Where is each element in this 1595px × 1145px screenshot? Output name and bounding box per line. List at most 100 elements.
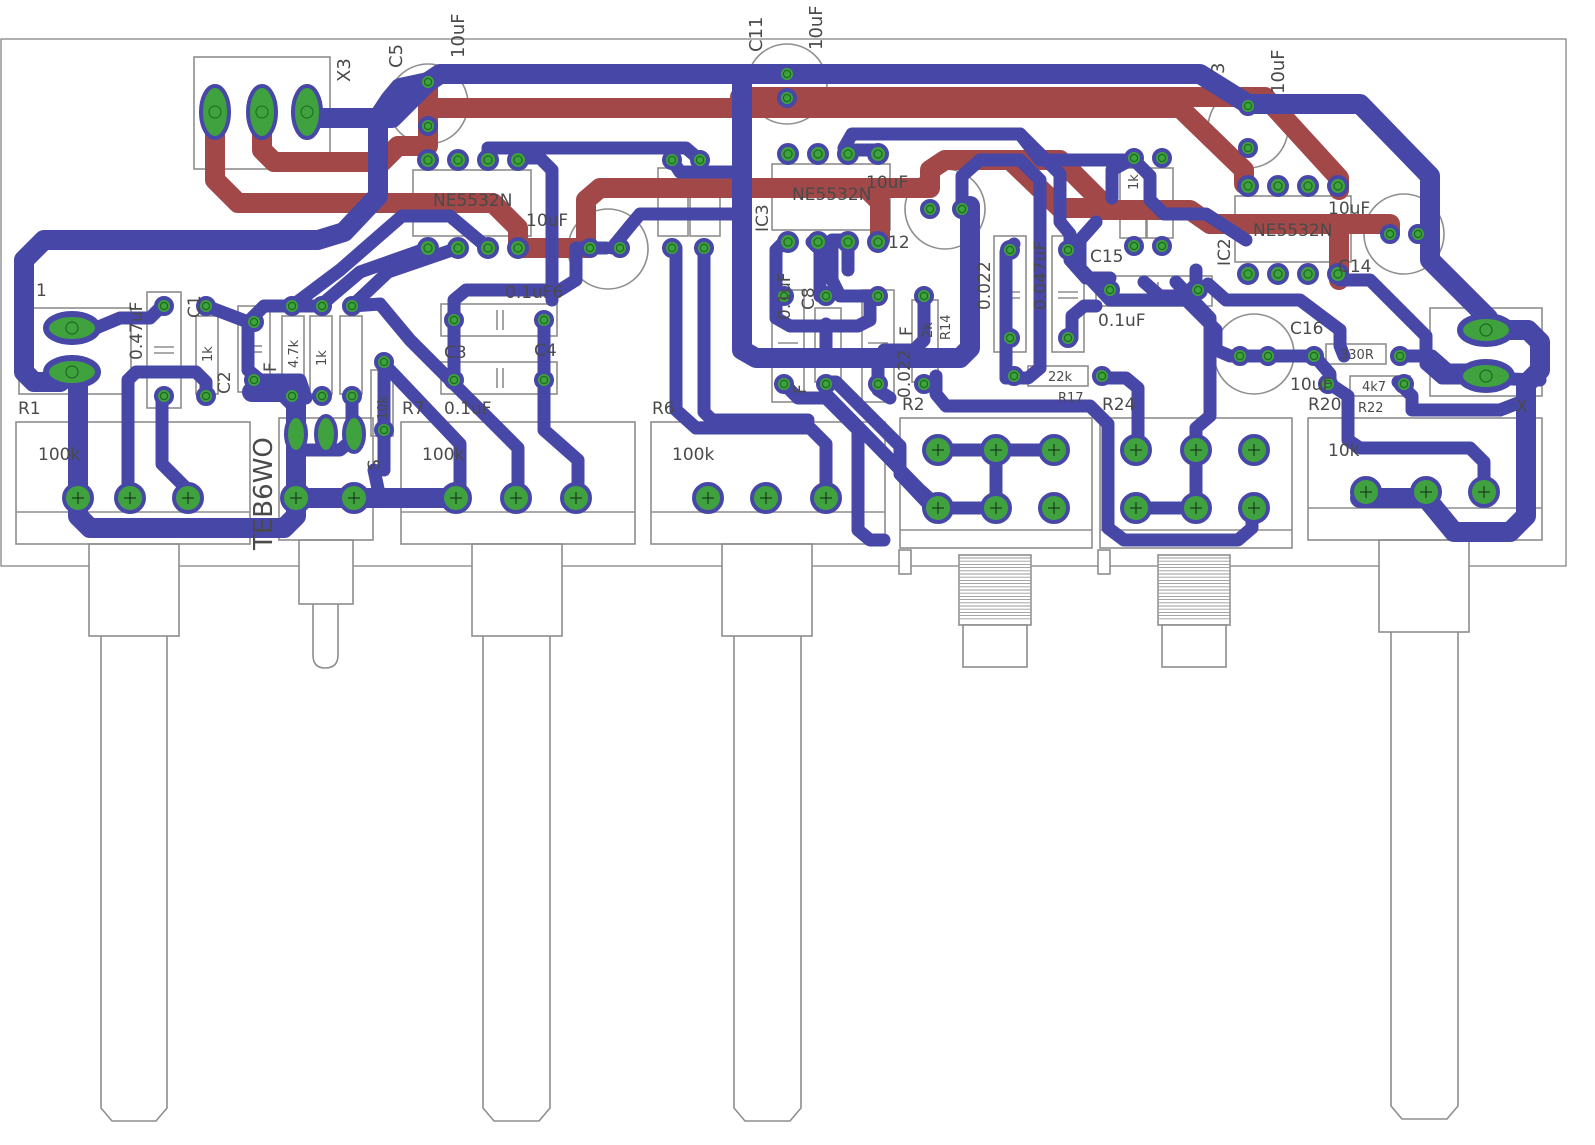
label-c-right-val: 10uF	[1328, 199, 1370, 219]
pad-oval	[1457, 359, 1515, 393]
pad	[1408, 224, 1428, 244]
label-c-right-top: 3	[1208, 63, 1229, 74]
pad-oval	[291, 84, 323, 140]
label-r-10k: 10k	[376, 395, 391, 420]
pad	[662, 238, 682, 258]
pad	[447, 149, 469, 171]
pad	[534, 310, 554, 330]
label-switch: S	[365, 459, 385, 470]
pad	[1267, 263, 1289, 285]
label-r-2k: 2k	[921, 322, 936, 338]
pad-oval	[43, 355, 101, 389]
label-j1: 1	[36, 281, 47, 301]
pad	[444, 310, 464, 330]
pad	[154, 296, 174, 316]
pad	[914, 374, 934, 394]
pad	[777, 231, 799, 253]
label-x3: X3	[334, 58, 355, 82]
pad	[1394, 374, 1414, 394]
pad	[1188, 280, 1208, 300]
board-title: TEB6WO	[249, 437, 279, 551]
pad	[662, 150, 682, 170]
pad-oval	[314, 414, 338, 454]
label-x-right: X	[1516, 397, 1528, 417]
pad	[920, 199, 940, 219]
pad	[777, 64, 797, 84]
label-r-1k-c: 1k	[1127, 174, 1142, 190]
label-c1-val: 0.47uF	[127, 302, 147, 360]
pad	[1230, 346, 1250, 366]
label-c8: C8	[799, 287, 819, 310]
label-c-0022-b: 0.022	[895, 349, 915, 398]
pad-oval	[1457, 313, 1515, 347]
pad	[816, 374, 836, 394]
pad	[1327, 175, 1349, 197]
pad	[1058, 328, 1078, 348]
label-c16: C16	[1290, 319, 1324, 339]
label-c-0022-a: 0.022	[975, 261, 995, 310]
label-c6-val: 10uF	[526, 211, 568, 231]
pad	[244, 370, 264, 390]
pad	[477, 149, 499, 171]
label-r7-val: 100k	[422, 445, 464, 465]
pad	[154, 386, 174, 406]
pad	[1124, 236, 1144, 256]
label-ic-left: NE5532N	[433, 191, 512, 211]
pad	[1258, 346, 1278, 366]
pad	[534, 370, 554, 390]
pad	[1267, 175, 1289, 197]
pad	[777, 88, 797, 108]
pad	[580, 238, 600, 258]
pad	[1238, 138, 1258, 158]
label-c-mid-val: 10uF	[866, 173, 908, 193]
label-r17-val: 22k	[1048, 370, 1073, 385]
pad	[342, 386, 362, 406]
label-c5-val: 10uF	[448, 13, 469, 58]
pad-oval	[43, 311, 101, 345]
pad	[417, 237, 439, 259]
label-r22-val: 4k7	[1362, 380, 1386, 395]
label-r-47k: 4.7k	[287, 339, 302, 368]
pad-oval	[342, 414, 366, 454]
pad-oval	[284, 414, 308, 454]
label-r6: R6	[652, 399, 675, 419]
pad	[867, 143, 889, 165]
pad	[837, 143, 859, 165]
label-ic-mid: NE5532N	[792, 185, 871, 205]
pad	[837, 231, 859, 253]
pad	[1000, 328, 1020, 348]
pad	[952, 199, 972, 219]
label-c-0047: 0.047uF	[1031, 241, 1051, 310]
pad	[477, 237, 499, 259]
pad	[694, 238, 714, 258]
label-c15-val: 0.1uF	[1098, 311, 1146, 331]
pad	[868, 286, 888, 306]
pad	[418, 116, 438, 136]
pad	[1000, 240, 1020, 260]
pad	[417, 149, 439, 171]
pad	[1238, 96, 1258, 116]
label-r24: R24	[1102, 395, 1135, 415]
pad	[1124, 148, 1144, 168]
rca-jacks	[898, 549, 1231, 668]
label-ic-right: NE5532N	[1253, 221, 1332, 241]
label-c4: C4	[534, 341, 557, 361]
label-ic-mid-ref: IC3	[753, 204, 773, 232]
pad	[282, 386, 302, 406]
label-r7: R7	[402, 399, 425, 419]
pad	[1297, 263, 1319, 285]
pad	[244, 312, 264, 332]
label-c15: C15	[1090, 247, 1124, 267]
pad-oval	[246, 84, 278, 140]
pad	[418, 72, 438, 92]
pad	[807, 231, 829, 253]
pad	[507, 237, 529, 259]
pad	[1390, 346, 1410, 366]
label-c2-f: F	[261, 362, 281, 372]
pad	[1100, 280, 1120, 300]
label-c6-tag: 0.1uF6	[505, 283, 563, 303]
pad	[1152, 148, 1172, 168]
pad-oval	[199, 84, 231, 140]
pot-shafts	[88, 539, 1470, 1122]
